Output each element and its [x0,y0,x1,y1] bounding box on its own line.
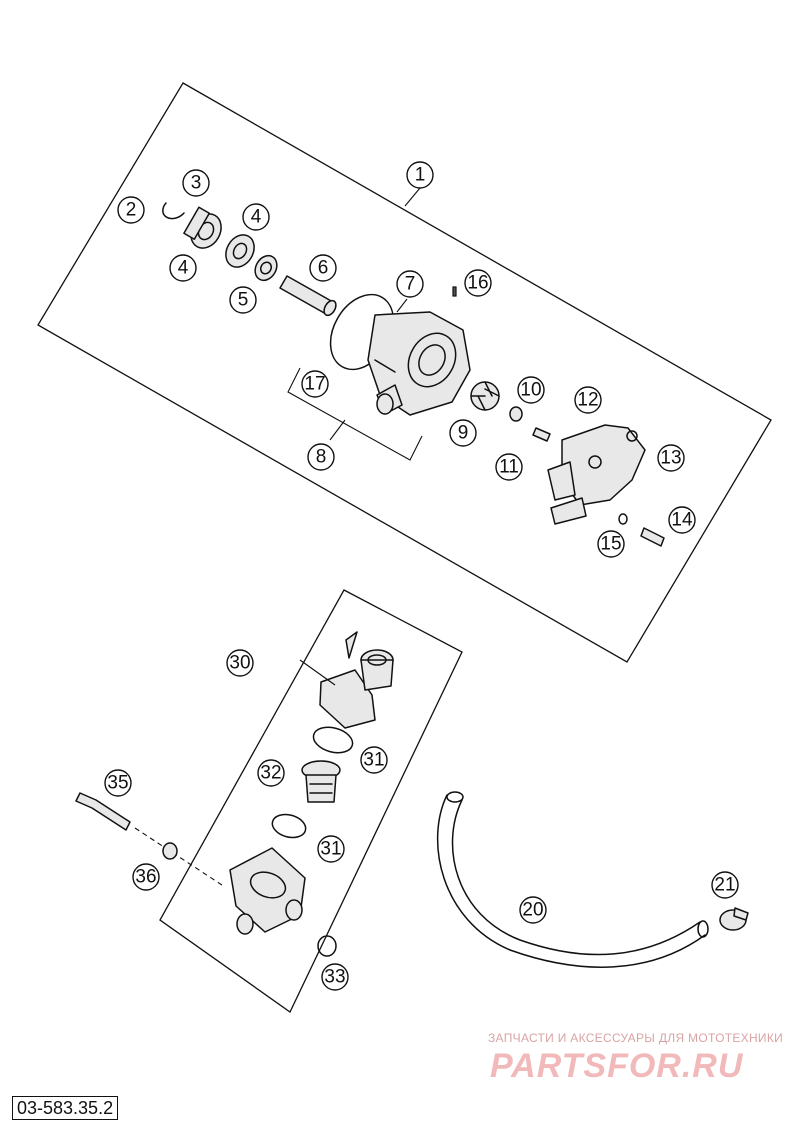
pump-housing-part [367,311,471,416]
pin-part [452,286,457,297]
thermostat-cover-part [319,631,394,729]
svg-text:35: 35 [107,773,128,794]
callout-32: 32 [257,759,285,787]
svg-text:20: 20 [522,900,543,921]
coolant-hose-part-outer [451,799,701,956]
coolant-hose-part [436,794,706,968]
watermark-logo: PARTSFOR.RU [490,1047,744,1085]
thermostat-group-frame [159,589,463,1013]
callout-9: 9 [449,419,477,447]
svg-text:31: 31 [363,750,384,771]
svg-text:2: 2 [126,200,137,221]
callout-31-upper: 31 [360,746,388,774]
svg-text:13: 13 [660,448,681,469]
svg-text:4: 4 [178,258,189,279]
callout-10: 10 [517,376,545,404]
pump-cover-part [547,424,646,525]
svg-text:31: 31 [320,839,341,860]
callout-21: 21 [711,871,739,899]
leader-lines [299,187,421,686]
pump-shaft-part [279,275,337,317]
callout-7: 7 [396,270,424,298]
cover-bolt-part [640,527,665,547]
svg-text:5: 5 [238,290,249,311]
svg-text:11: 11 [499,457,519,478]
svg-text:9: 9 [458,423,469,444]
shaft-seal-part [254,254,278,282]
svg-text:7: 7 [405,274,416,295]
svg-text:1: 1 [415,165,426,186]
callout-6: 6 [309,254,337,282]
svg-text:15: 15 [600,534,621,555]
callout-16: 16 [464,269,492,297]
svg-text:4: 4 [251,207,262,228]
svg-text:32: 32 [260,763,281,784]
svg-text:8: 8 [316,447,327,468]
svg-text:17: 17 [304,374,325,395]
callout-12: 12 [574,386,602,414]
svg-text:30: 30 [229,653,250,674]
svg-text:3: 3 [191,173,202,194]
screw-part [532,427,551,442]
svg-text:10: 10 [520,380,541,401]
callout-4-upper: 4 [242,203,270,231]
callout-3: 3 [182,169,210,197]
callout-20: 20 [519,896,547,924]
callout-15: 15 [597,530,625,558]
callout-33: 33 [321,963,349,991]
hose-end-upper [446,791,464,803]
callout-2: 2 [117,196,145,224]
o-ring-part [618,513,628,525]
svg-text:21: 21 [714,875,735,896]
bolt-washer-part [162,842,178,860]
hose-clamp-part [719,907,749,931]
callout-1: 1 [406,161,434,189]
callout-17: 17 [301,370,329,398]
svg-text:36: 36 [135,867,156,888]
circlip-part [162,202,185,220]
callout-4-lower: 4 [169,254,197,282]
drawing-number-label: 03-583.35.2 [12,1096,119,1120]
washer-part [509,406,523,422]
housing-assembly-bracket [287,367,423,461]
callout-13: 13 [657,444,685,472]
svg-text:6: 6 [318,258,329,279]
svg-text:33: 33 [324,967,345,988]
callout-5: 5 [229,286,257,314]
thermostat-o-ring-lower [271,813,307,839]
thermostat-o-ring-upper [312,726,354,754]
callout-11: 11 [495,453,523,481]
bearing-part [183,206,222,249]
svg-text:12: 12 [577,390,598,411]
watermark-caption: ЗАПЧАСТИ И АКСЕССУАРЫ ДЛЯ МОТОТЕХНИКИ [488,1031,784,1045]
callout-8: 8 [307,443,335,471]
long-bolt-part [75,792,131,831]
callout-35: 35 [104,769,132,797]
callout-31-lower: 31 [317,835,345,863]
thermostat-housing-part [229,847,306,935]
hose-end-lower [697,920,709,938]
callout-30: 30 [226,649,254,677]
svg-text:14: 14 [671,510,693,531]
water-pump-group-frame [37,82,772,663]
callout-14: 14 [668,506,696,534]
impeller-part [470,381,500,411]
thermostat-part [301,760,341,803]
callout-36: 36 [132,863,160,891]
svg-text:16: 16 [467,273,488,294]
housing-o-ring-part [317,935,337,957]
bearing-part-2 [225,234,255,268]
